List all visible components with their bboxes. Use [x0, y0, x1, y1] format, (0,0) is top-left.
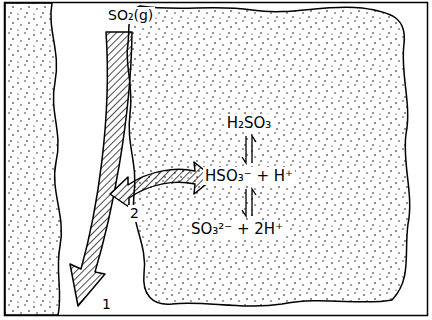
equilibrium-arrow — [242, 136, 256, 163]
species-formula: SO₃²⁻ + 2H⁺ — [189, 220, 285, 238]
particle-shape — [127, 6, 410, 306]
particle: H₂SO₃ HSO₃⁻ + H⁺ SO₃²⁻ + 2H⁺ — [122, 4, 414, 308]
deposition-arrow — [70, 32, 132, 306]
frame — [5, 3, 428, 316]
callout-number: 2 — [128, 205, 141, 222]
left-particle — [5, 3, 61, 315]
species-formula: HSO₃⁻ + H⁺ — [203, 167, 295, 185]
equilibrium-arrow — [242, 189, 256, 216]
particle-outline — [122, 4, 414, 308]
callout-number: 1 — [100, 296, 113, 313]
gas-label: SO₂(g) — [106, 7, 155, 24]
species-formula: H₂SO₃ — [225, 114, 274, 132]
